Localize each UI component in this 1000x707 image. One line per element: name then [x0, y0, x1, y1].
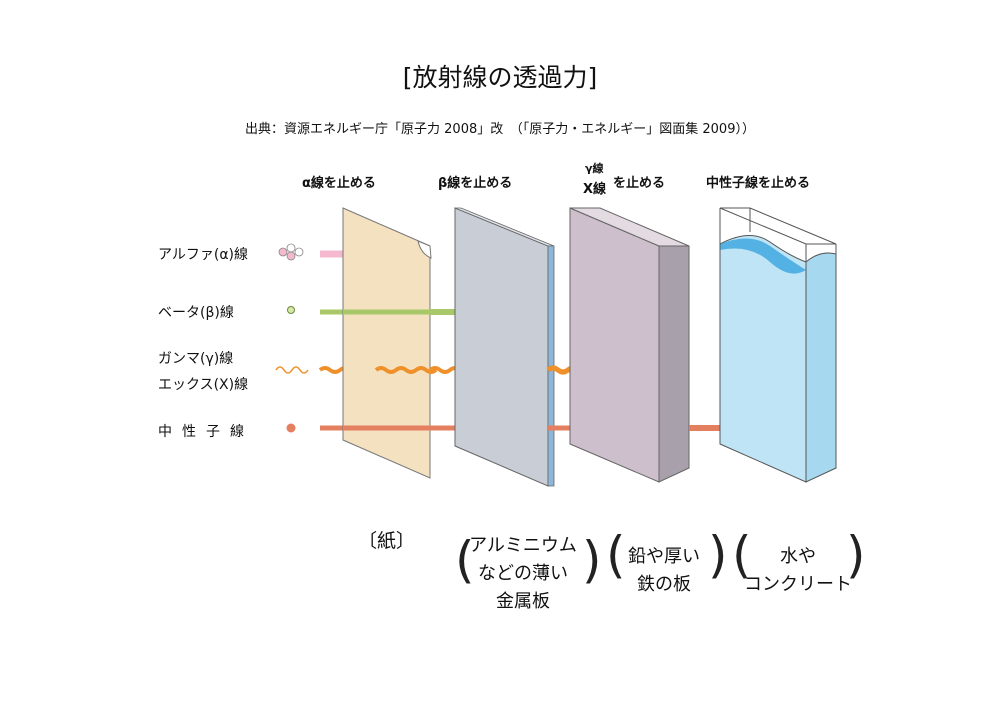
material-label-aluminum: アルミニウム などの薄い 金属板	[468, 532, 578, 616]
column-heading-lead-x: X線	[583, 182, 607, 197]
material-water-line2: コンクリート	[744, 574, 852, 595]
water-tank	[719, 207, 837, 483]
bracket-water-right: )	[846, 526, 866, 584]
bracket-aluminum-right: )	[582, 531, 602, 589]
gamma-wave-icon	[275, 366, 309, 374]
row-label-gamma: ガンマ(γ)線	[158, 351, 234, 367]
material-label-water: 水や コンクリート	[744, 543, 852, 599]
material-lead-line1: 鉛や厚い	[628, 546, 700, 567]
bracket-water-left: (	[732, 526, 752, 584]
lead-panel	[569, 207, 690, 483]
row-label-alpha: アルファ(α)線	[158, 247, 249, 263]
paper-panel	[342, 207, 431, 479]
bracket-aluminum-left: (	[455, 531, 475, 589]
row-label-beta: ベータ(β)線	[158, 305, 234, 321]
aluminum-panel	[454, 207, 555, 487]
row-label-neutron: 中性子線	[158, 424, 254, 440]
column-heading-paper: α線を止める	[302, 176, 376, 191]
bracket-lead-left: (	[606, 526, 626, 584]
bracket-close: 〕	[396, 530, 416, 552]
material-paper-line1: 紙	[377, 530, 397, 552]
material-aluminum-line1: アルミニウム	[469, 535, 577, 556]
neutron-particle-icon	[286, 423, 296, 433]
gamma-arrow-through-paper	[374, 366, 438, 374]
material-lead-line2: 鉄の板	[637, 574, 691, 595]
bracket-lead-right: )	[708, 526, 728, 584]
material-label-lead: 鉛や厚い 鉄の板	[620, 543, 708, 599]
row-label-xray: エックス(X)線	[158, 377, 249, 393]
material-label-paper: 〔紙〕	[358, 527, 415, 555]
column-heading-lead-gamma: γ線	[585, 162, 604, 175]
source-caption: 出典：資源エネルギー庁「原子力 2008」改 （「原子力・エネルギー」図面集 2…	[245, 122, 755, 137]
column-heading-water: 中性子線を止める	[706, 176, 811, 191]
material-aluminum-line2: などの薄い	[478, 563, 568, 584]
column-heading-aluminum: β線を止める	[438, 176, 513, 191]
material-aluminum-line3: 金属板	[496, 591, 550, 612]
paper-curl	[417, 240, 432, 259]
page-title: [放射線の透過力]	[402, 63, 598, 92]
beta-particle-icon	[287, 306, 295, 314]
bracket-open: 〔	[358, 530, 378, 552]
material-water-line1: 水や	[780, 546, 816, 567]
alpha-particle-icon	[278, 243, 304, 261]
column-heading-lead-suffix: を止める	[613, 176, 666, 191]
